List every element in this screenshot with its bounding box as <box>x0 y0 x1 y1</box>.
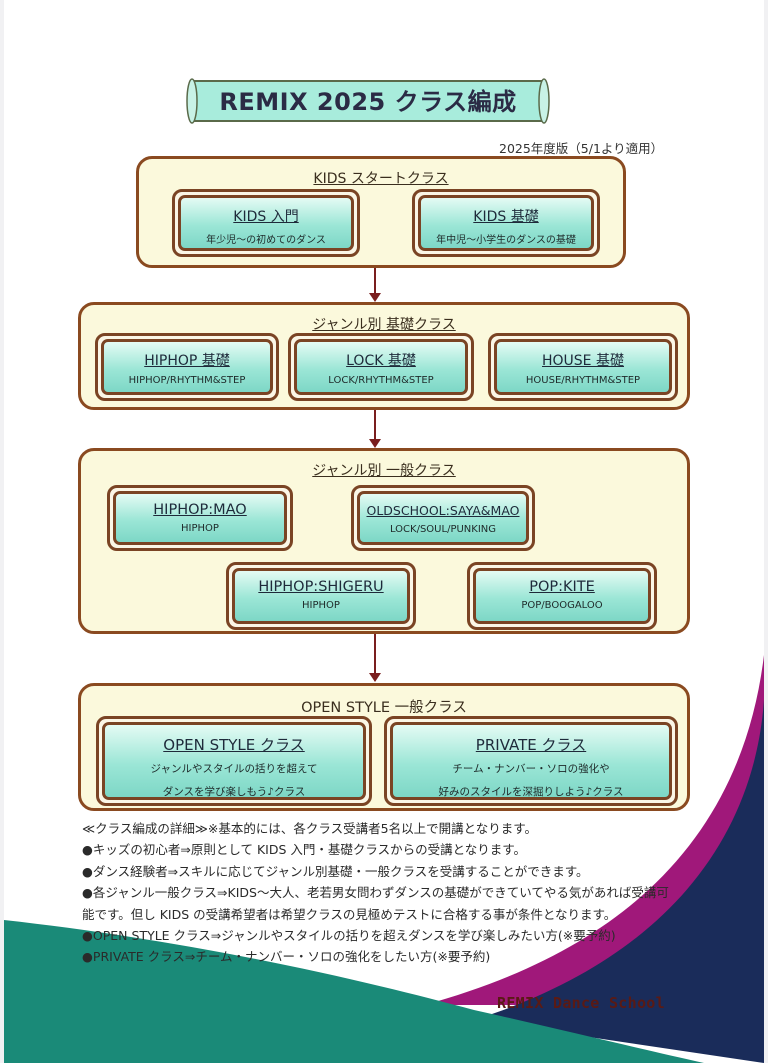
background-swoosh-decoration <box>4 655 764 1063</box>
class-oldschool-saya-mao: OLDSCHOOL:SAYA&MAO LOCK/SOUL/PUNKING <box>351 485 535 551</box>
note-line: ●各ジャンル一般クラス⇒KIDS～大人、老若男女問わずダンスの基礎ができていてや… <box>82 885 669 901</box>
class-title: OPEN STYLE クラス <box>163 736 305 754</box>
group-title: KIDS スタートクラス <box>313 171 449 187</box>
class-lock-basic: LOCK 基礎 LOCK/RHYTHM&STEP <box>288 333 474 401</box>
class-pop-kite: POP:KITE POP/BOOGALOO <box>467 562 657 630</box>
class-subtitle: HOUSE/RHYTHM&STEP <box>525 375 641 386</box>
class-open-style: OPEN STYLE クラス ジャンルやスタイルの括りを超えて ダンスを学び楽し… <box>96 716 372 806</box>
class-title: HIPHOP:SHIGERU <box>258 579 384 595</box>
class-hiphop-basic: HIPHOP 基礎 HIPHOP/RHYTHM&STEP <box>95 333 279 401</box>
class-title: OLDSCHOOL:SAYA&MAO <box>366 503 520 518</box>
class-details-notes: ≪クラス編成の詳細≫※基本的には、各クラス受講者5名以上で開講となります。 ●キ… <box>82 818 702 968</box>
class-title: PRIVATE クラス <box>475 736 587 754</box>
banner-title: REMIX 2025 クラス編成 <box>219 88 517 116</box>
class-title: KIDS 基礎 <box>473 209 539 225</box>
note-line: 能です。但し KIDS の受講希望者は希望クラスの見極めテストに合格する事が条件… <box>82 906 617 922</box>
class-hiphop-mao: HIPHOP:MAO HIPHOP <box>107 485 293 551</box>
title-banner: REMIX 2025 クラス編成 <box>184 77 552 127</box>
group-title: ジャンル別 一般クラス <box>312 463 456 479</box>
class-kids-basic: KIDS 基礎 年中児～小学生のダンスの基礎 <box>412 189 600 257</box>
class-subtitle: POP/BOOGALOO <box>521 600 603 611</box>
class-subtitle: 年中児～小学生のダンスの基礎 <box>436 235 576 246</box>
group-title: OPEN STYLE 一般クラス <box>301 700 467 716</box>
note-line: ●ダンス経験者⇒スキルに応じてジャンル別基礎・一般クラスを受講することができます… <box>82 863 589 879</box>
class-subtitle: LOCK/RHYTHM&STEP <box>328 375 434 386</box>
note-line: ●PRIVATE クラス⇒チーム・ナンバー・ソロの強化をしたい方(※要予約) <box>82 949 491 965</box>
class-private: PRIVATE クラス チーム・ナンバー・ソロの強化や 好みのスタイルを深掘りし… <box>384 716 678 806</box>
class-subtitle: HIPHOP <box>181 523 219 534</box>
class-subtitle: 好みのスタイルを深掘りしよう♪クラス <box>438 786 624 798</box>
class-subtitle: チーム・ナンバー・ソロの強化や <box>452 763 610 775</box>
class-subtitle: ダンスを学び楽しもう♪クラス <box>162 786 306 798</box>
class-title: POP:KITE <box>529 579 595 595</box>
class-title: HIPHOP 基礎 <box>144 353 230 369</box>
note-line: ●OPEN STYLE クラス⇒ジャンルやスタイルの括りを超えダンスを学び楽しみ… <box>82 928 616 944</box>
flow-arrow <box>369 634 381 682</box>
class-title: HIPHOP:MAO <box>153 502 247 518</box>
class-hiphop-shigeru: HIPHOP:SHIGERU HIPHOP <box>226 562 416 630</box>
class-title: HOUSE 基礎 <box>542 353 624 369</box>
group-title: ジャンル別 基礎クラス <box>312 317 456 333</box>
class-subtitle: HIPHOP/RHYTHM&STEP <box>128 375 246 386</box>
flow-arrow <box>369 410 381 448</box>
class-subtitle: HIPHOP <box>302 600 340 611</box>
class-subtitle: ジャンルやスタイルの括りを超えて <box>150 763 318 775</box>
class-subtitle: 年少児～の初めてのダンス <box>206 235 326 246</box>
class-title: KIDS 入門 <box>233 209 299 225</box>
class-subtitle: LOCK/SOUL/PUNKING <box>389 524 497 535</box>
footer-brand-logo: REMIX Dance School <box>497 994 665 1012</box>
class-title: LOCK 基礎 <box>346 353 416 369</box>
page: REMIX 2025 クラス編成 2025年度版（5/1より適用） KIDS ス… <box>4 0 764 1063</box>
edition-label: 2025年度版（5/1より適用） <box>499 141 664 156</box>
note-line: ●キッズの初心者⇒原則として KIDS 入門・基礎クラスからの受講となります。 <box>82 842 527 858</box>
class-house-basic: HOUSE 基礎 HOUSE/RHYTHM&STEP <box>488 333 678 401</box>
class-kids-intro: KIDS 入門 年少児～の初めてのダンス <box>172 189 360 257</box>
flow-arrow <box>369 268 381 302</box>
note-line: ≪クラス編成の詳細≫※基本的には、各クラス受講者5名以上で開講となります。 <box>82 821 537 836</box>
